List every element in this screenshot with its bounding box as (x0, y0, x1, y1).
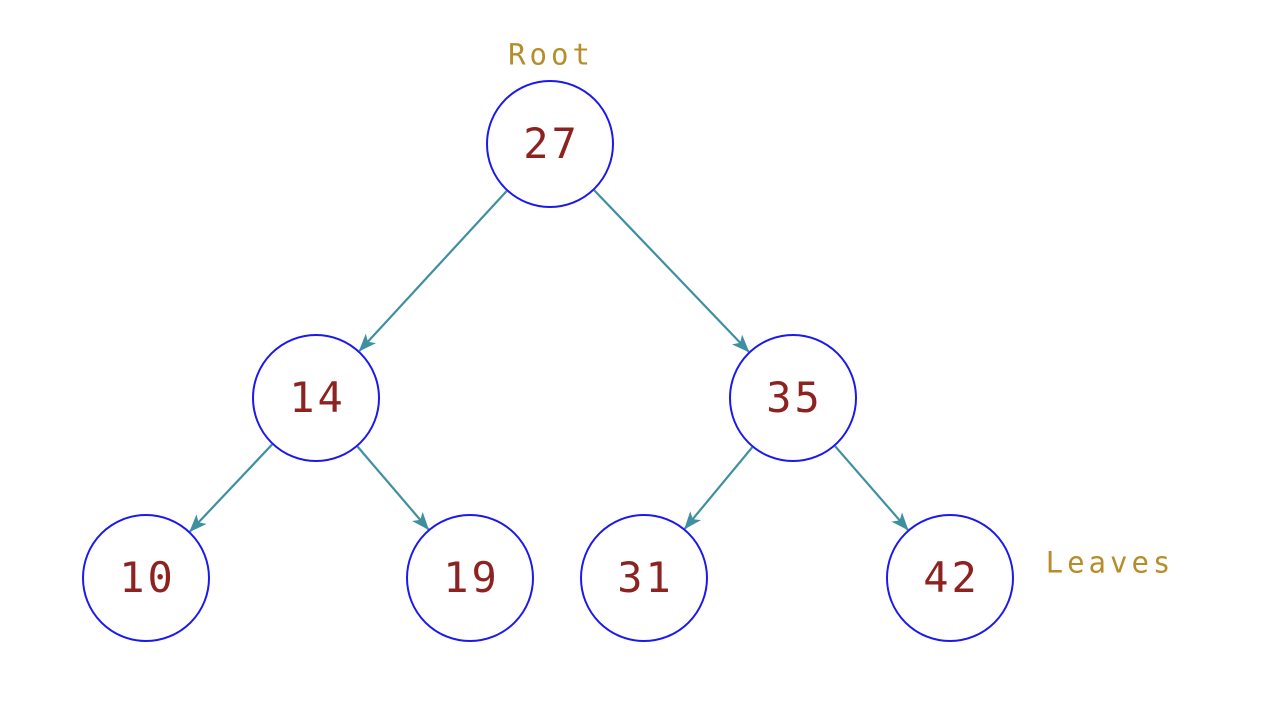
node-value: 31 (617, 553, 674, 602)
edge-14-19 (356, 445, 430, 531)
node-value: 42 (923, 553, 980, 602)
edge-35-31 (683, 446, 754, 530)
tree-node-leaf-1: 10 (82, 514, 210, 642)
edge-14-10 (189, 443, 273, 533)
tree-node-leaf-3: 31 (580, 514, 708, 642)
tree-node-right: 35 (729, 334, 857, 462)
edge-27-14 (358, 190, 508, 352)
node-value: 19 (443, 553, 500, 602)
leaves-annotation-label: Leaves (1045, 545, 1175, 580)
tree-node-leaf-2: 19 (406, 514, 534, 642)
tree-node-root: 27 (486, 80, 614, 208)
edge-27-35 (593, 189, 750, 353)
node-value: 10 (119, 553, 176, 602)
tree-node-leaf-4: 42 (886, 514, 1014, 642)
edge-35-42 (834, 445, 909, 531)
tree-node-left: 14 (252, 334, 380, 462)
root-annotation-label: Root (508, 37, 594, 72)
node-value: 14 (289, 373, 346, 422)
node-value: 27 (523, 119, 580, 168)
node-value: 35 (766, 373, 823, 422)
